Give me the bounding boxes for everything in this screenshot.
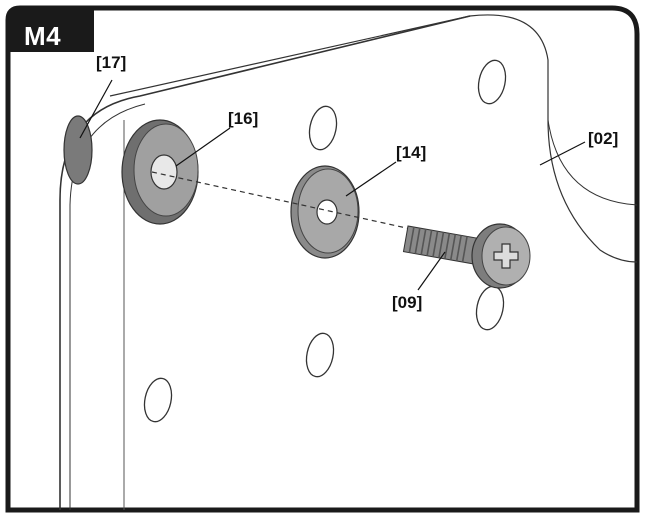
washer-14 xyxy=(290,165,360,259)
hole xyxy=(308,105,338,151)
step-badge: M4 xyxy=(8,8,94,52)
washer-16 xyxy=(121,119,199,225)
hole xyxy=(477,59,507,105)
plate-02-outline xyxy=(109,14,638,263)
hole xyxy=(305,332,335,378)
front-plate xyxy=(59,15,471,510)
callout-02: [02] xyxy=(588,129,618,148)
hole xyxy=(143,377,173,423)
plate-holes xyxy=(143,59,507,423)
hole xyxy=(475,285,505,331)
callout-16: [16] xyxy=(228,109,258,128)
callout-14: [14] xyxy=(396,143,426,162)
leader-lines xyxy=(79,79,586,291)
callout-09: [09] xyxy=(392,293,422,312)
plate-02-cutout xyxy=(547,119,638,206)
callout-17: [17] xyxy=(96,53,126,72)
screw-09 xyxy=(402,223,531,289)
frame-border xyxy=(5,5,640,513)
step-label: M4 xyxy=(24,21,62,51)
part-17-nut xyxy=(63,115,93,185)
